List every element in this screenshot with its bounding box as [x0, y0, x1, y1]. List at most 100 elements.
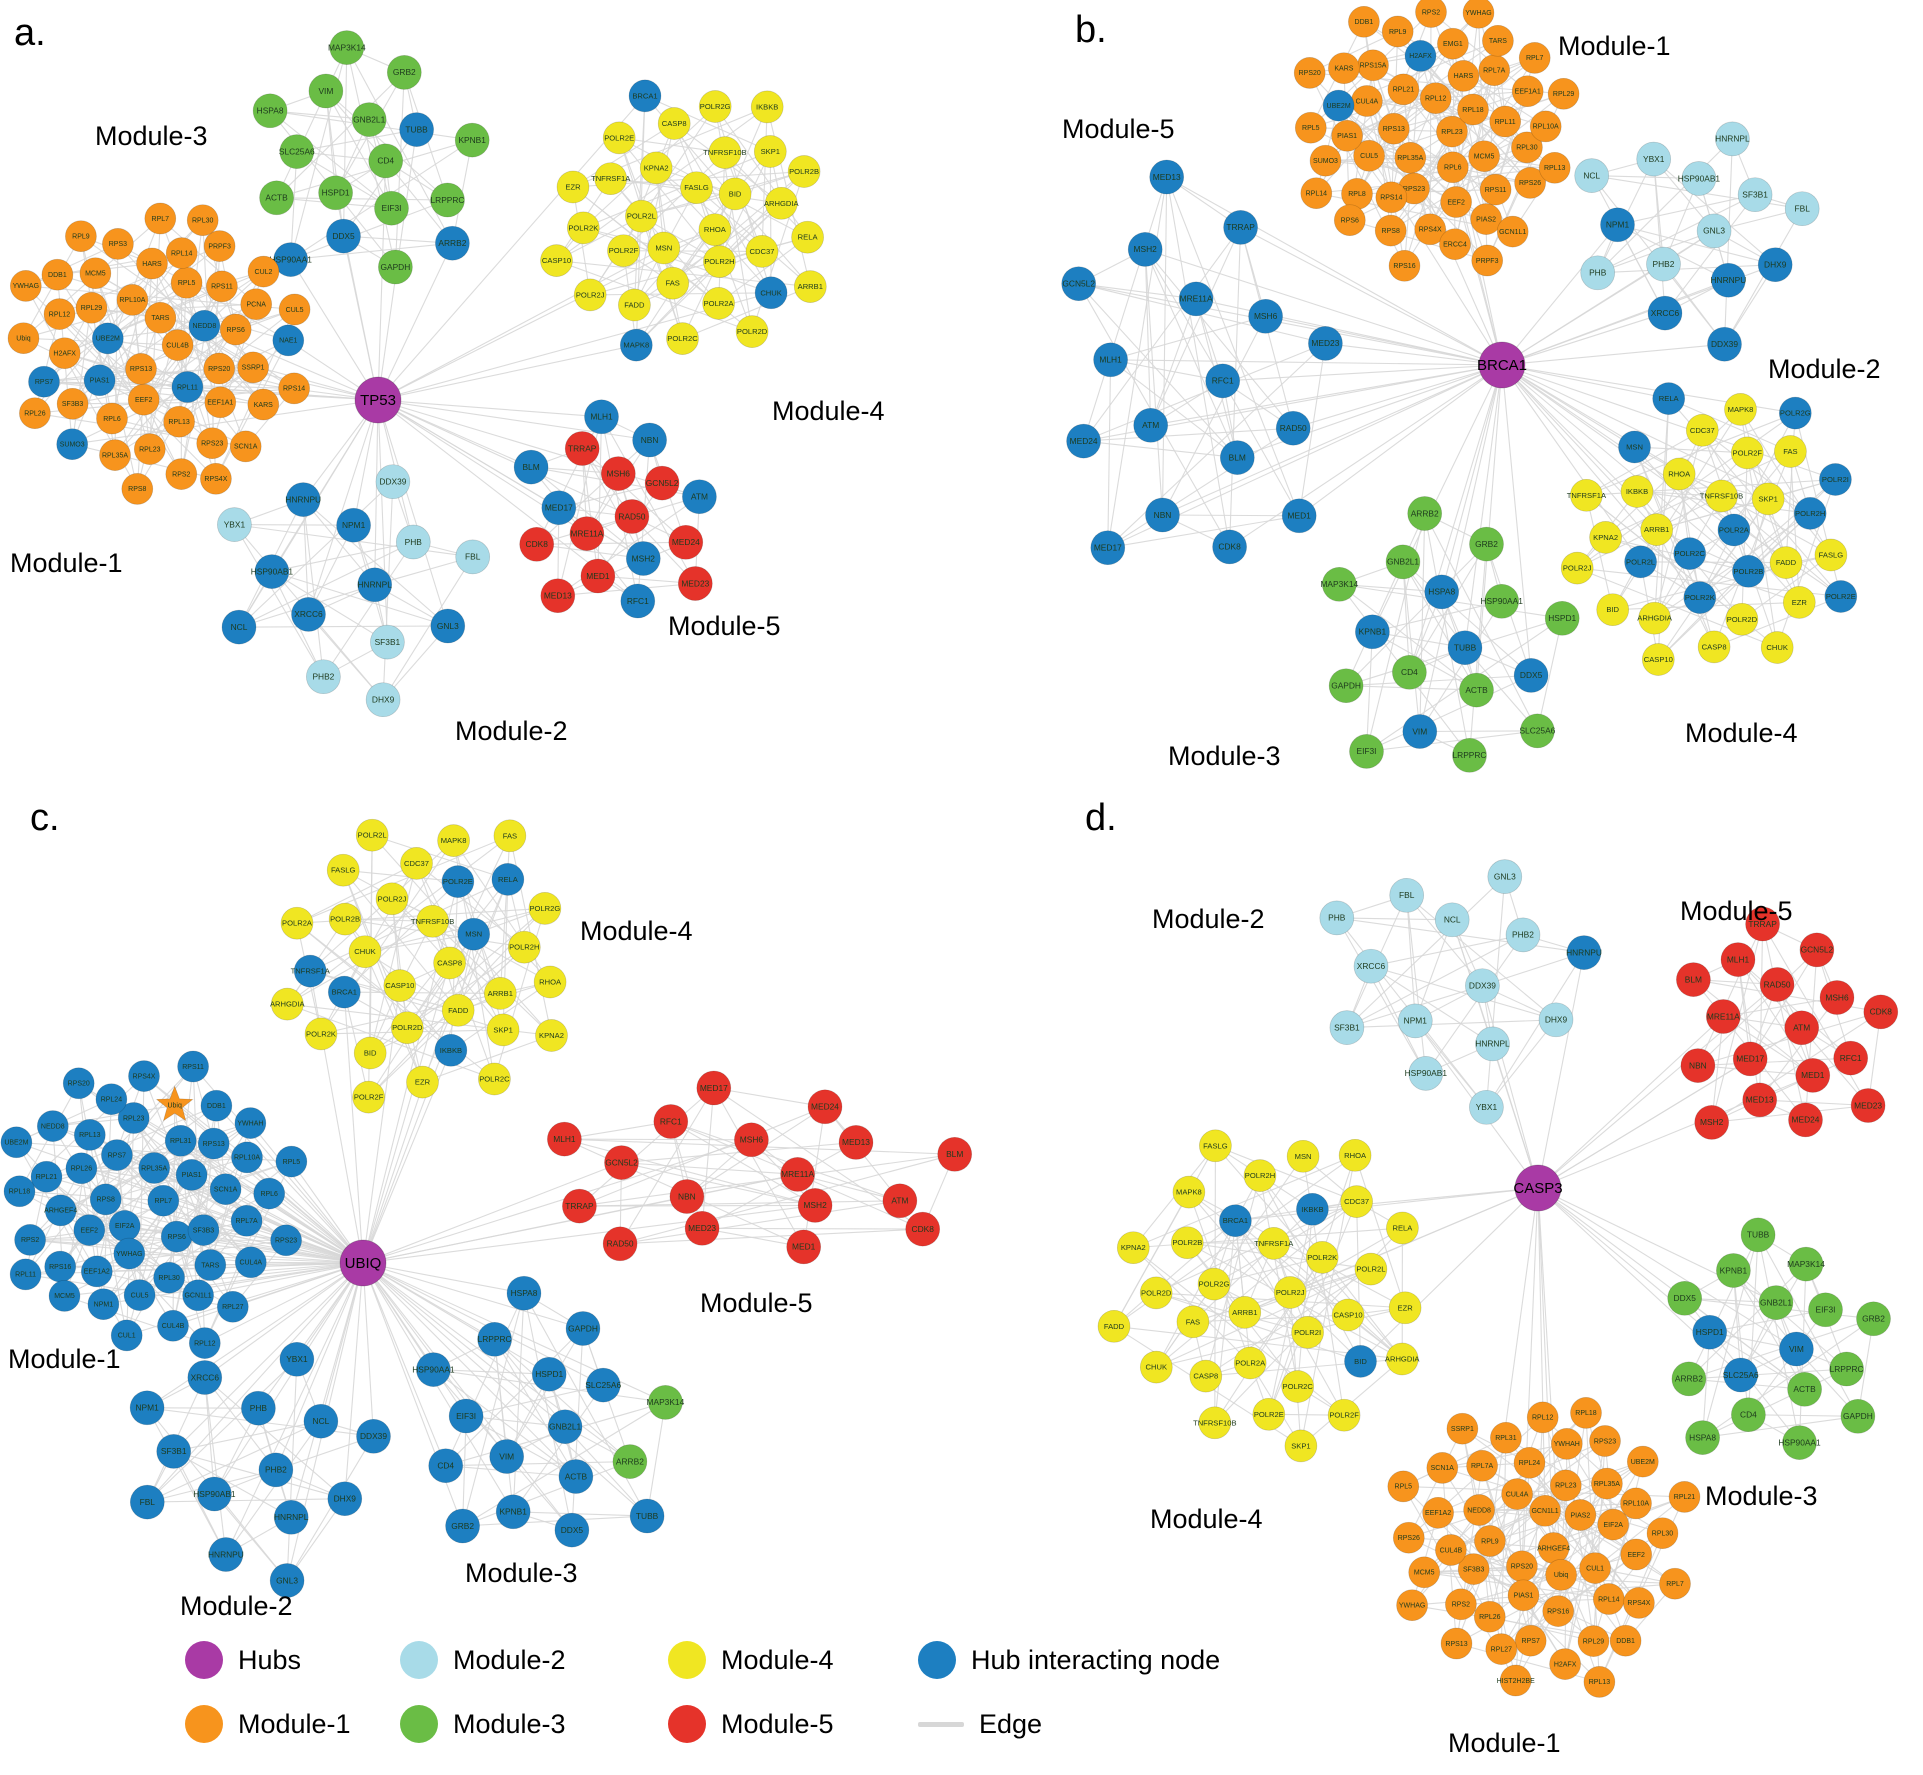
node-TARS	[194, 1249, 227, 1281]
node-RAD50	[1759, 967, 1795, 1002]
module-label-b-module-5: Module-5	[1062, 114, 1175, 144]
node-label-CASP8: CASP8	[1702, 642, 1727, 651]
node-label-RAD50: RAD50	[1280, 423, 1307, 433]
node-GCN5L2	[1799, 932, 1835, 968]
node-label-FAS: FAS	[1186, 1317, 1200, 1326]
node-label-GCN1L1: GCN1L1	[1499, 229, 1526, 236]
node-ARRB1	[793, 270, 827, 303]
node-label-MED13: MED13	[1746, 1095, 1774, 1105]
node-POLR2B	[1732, 554, 1765, 588]
module3-color-swatch	[400, 1705, 438, 1743]
node-label-MSH2: MSH2	[1700, 1117, 1724, 1127]
node-CASP10	[540, 244, 573, 277]
node-ACTB	[558, 1459, 594, 1494]
node-label-POLR2B: POLR2B	[1172, 1238, 1202, 1247]
node-label-RFC1: RFC1	[1840, 1053, 1862, 1063]
node-BLM	[937, 1136, 973, 1172]
node-TNFRSF1A	[293, 954, 327, 988]
node-ACTB	[1787, 1371, 1822, 1407]
node-RPL10A	[231, 1141, 263, 1174]
node-label-LRPPRC: LRPPRC	[431, 195, 465, 205]
node-label-POLR2J: POLR2J	[1563, 564, 1592, 573]
node-label-TNFRSF1A: TNFRSF1A	[1567, 491, 1607, 500]
node-POLR2A	[1717, 513, 1751, 547]
node-label-HSPD1: HSPD1	[1548, 613, 1576, 623]
node-label-KPNB1: KPNB1	[458, 135, 486, 145]
node-RPL7	[1518, 42, 1551, 74]
legend-item-module1: Module-1	[185, 1705, 400, 1743]
node-RPL21	[1387, 73, 1420, 106]
hub-node-UBIQ	[339, 1239, 387, 1287]
node-label-EZR: EZR	[565, 183, 581, 192]
node-label-PHB2: PHB2	[312, 671, 334, 681]
node-FAS	[1176, 1305, 1210, 1339]
node-HSP90AB1	[254, 554, 290, 589]
node-label-TNFRSF10B: TNFRSF10B	[1193, 1418, 1236, 1427]
node-RPL7	[144, 202, 177, 235]
node-label-TRRAP: TRRAP	[1748, 919, 1777, 929]
node-label-SLC25A6: SLC25A6	[1723, 1370, 1759, 1380]
node-YWHAG	[1396, 1589, 1428, 1622]
node-label-RPS23: RPS23	[1594, 1438, 1616, 1445]
node-RPL11	[171, 371, 204, 403]
node-TNFRSF10B	[708, 136, 742, 169]
node-label-CUL1: CUL1	[1586, 1565, 1604, 1572]
node-NBN	[1145, 497, 1180, 533]
node-MAP3K14	[1788, 1246, 1824, 1282]
node-HNRNPU	[285, 482, 321, 517]
node-label-FAS: FAS	[503, 831, 517, 840]
node-HSP90AB1	[1681, 161, 1717, 196]
node-label-POLR2H: POLR2H	[509, 943, 539, 952]
node-label-ERCC4: ERCC4	[1443, 242, 1467, 249]
node-label-RPL5: RPL5	[1302, 125, 1320, 132]
node-DDX5	[554, 1512, 590, 1548]
node-label-RPS4X: RPS4X	[1419, 227, 1442, 234]
node-PHB2	[306, 659, 341, 695]
node-label-HNRNPU: HNRNPU	[285, 494, 321, 504]
node-RPS2	[1415, 0, 1447, 28]
node-label-PIAS2: PIAS2	[1476, 216, 1496, 223]
node-label-BLM: BLM	[1685, 974, 1702, 984]
node-MSH2	[797, 1188, 833, 1223]
node-label-POLR2I: POLR2I	[1294, 1328, 1321, 1337]
node-ACTB	[1459, 672, 1494, 708]
node-label-TNFRSF10B: TNFRSF10B	[411, 917, 454, 926]
legend-label: Module-3	[453, 1708, 566, 1739]
node-RPL13	[1538, 151, 1571, 184]
node-label-DDX5: DDX5	[332, 231, 355, 241]
module-label-d-module-4: Module-4	[1150, 1504, 1263, 1534]
node-label-CD4: CD4	[437, 1460, 454, 1470]
node-RPS13	[1440, 1627, 1473, 1660]
node-label-KPNB1: KPNB1	[1720, 1265, 1748, 1275]
node-POLR2J	[1273, 1276, 1307, 1309]
node-label-MED23: MED23	[681, 578, 709, 588]
node-label-FASLG: FASLG	[1203, 1141, 1228, 1150]
node-label-CHUK: CHUK	[354, 947, 376, 956]
node-label-YWHAG: YWHAG	[116, 1251, 142, 1258]
node-label-EZR: EZR	[1398, 1303, 1414, 1312]
node-label-HSPD1: HSPD1	[1696, 1327, 1724, 1337]
node-PRPF3	[203, 230, 236, 262]
node-RELA	[491, 863, 525, 896]
node-label-POLR2C: POLR2C	[667, 334, 698, 343]
node-HSP90AA1	[1782, 1425, 1817, 1460]
node-label-ATM: ATM	[1793, 1023, 1810, 1033]
node-label-GCN5L2: GCN5L2	[605, 1157, 638, 1167]
node-label-RPS16: RPS16	[1547, 1608, 1569, 1615]
node-label-GNL3: GNL3	[276, 1575, 298, 1585]
node-label-RPL27: RPL27	[1491, 1646, 1513, 1653]
node-MRE11A	[1705, 999, 1741, 1034]
module-label-a-module-2: Module-2	[455, 716, 568, 746]
node-SLC25A6	[1723, 1357, 1759, 1393]
node-BRCA1	[628, 79, 662, 113]
node-label-MSN: MSN	[1626, 443, 1643, 452]
node-DDX39	[375, 464, 411, 500]
node-label-POLR2I: POLR2I	[1822, 475, 1849, 484]
node-label-RPL9: RPL9	[1389, 29, 1407, 36]
node-label-FASLG: FASLG	[331, 866, 356, 875]
node-HNRNPU	[208, 1537, 244, 1572]
node-label-CD4: CD4	[377, 156, 394, 166]
hub-node-CASP3	[1514, 1164, 1562, 1212]
node-RPS2	[14, 1224, 46, 1256]
